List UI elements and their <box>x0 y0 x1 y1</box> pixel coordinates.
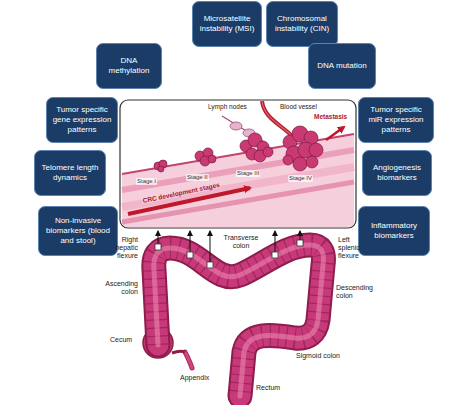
colon-part-label: Appendix <box>180 374 209 382</box>
biomarker-box: DNA methylation <box>96 43 162 89</box>
biomarker-box: Inflammatory biomarkers <box>358 206 430 256</box>
box-text: DNA mutation <box>317 61 366 71</box>
biomarker-box: Chromosomal instability (CIN) <box>266 1 338 47</box>
box-text: Microsatellite instability (MSI) <box>197 14 257 34</box>
biomarker-box: Angiogenesis biomarkers <box>362 150 432 196</box>
stage-label: Blood vessel <box>280 103 317 110</box>
biomarker-box: Tumor specific gene expression patterns <box>46 97 118 143</box>
box-text: Non-invasive biomarkers (blood and stool… <box>43 216 113 246</box>
site-arrows <box>158 231 300 262</box>
colon-part-label: Sigmoid colon <box>296 352 340 360</box>
stage-label: Lymph nodes <box>208 103 247 110</box>
box-text: DNA methylation <box>101 56 157 76</box>
colon-part-label: Right hepatic flexure <box>104 236 138 260</box>
stage-label: Stage II <box>186 174 209 181</box>
biomarker-box: Non-invasive biomarkers (blood and stool… <box>38 206 118 256</box>
box-text: Tumor specific miR expression patterns <box>363 105 429 135</box>
stage-label: Metastasis <box>314 113 347 120</box>
biomarker-box: Telomere length dynamics <box>34 150 106 196</box>
site-markers <box>155 240 303 268</box>
box-text: Telomere length dynamics <box>39 163 101 183</box>
biomarker-box: Microsatellite instability (MSI) <box>192 1 262 47</box>
stage-illustration <box>120 100 356 228</box>
colon-part-label: Cecum <box>110 336 132 344</box>
colon-part-label: Transverse colon <box>220 234 262 250</box>
biomarker-box: DNA mutation <box>308 43 376 89</box>
stage-label: Stage I <box>136 178 157 185</box>
stage-label: Stage IV <box>288 175 313 182</box>
colon-part-label: Rectum <box>256 384 280 392</box>
biomarker-box: Tumor specific miR expression patterns <box>358 97 434 143</box>
stage-label: Stage III <box>236 170 260 177</box>
colon-part-label: Ascending colon <box>100 280 138 296</box>
box-text: Inflammatory biomarkers <box>363 221 425 241</box>
box-text: Tumor specific gene expression patterns <box>51 105 113 135</box>
box-text: Chromosomal instability (CIN) <box>271 14 333 34</box>
box-text: Angiogenesis biomarkers <box>367 163 427 183</box>
colon-illustration <box>143 245 323 396</box>
colon-part-label: Left splenic flexure <box>338 236 370 260</box>
colon-part-label: Descending colon <box>336 284 378 300</box>
